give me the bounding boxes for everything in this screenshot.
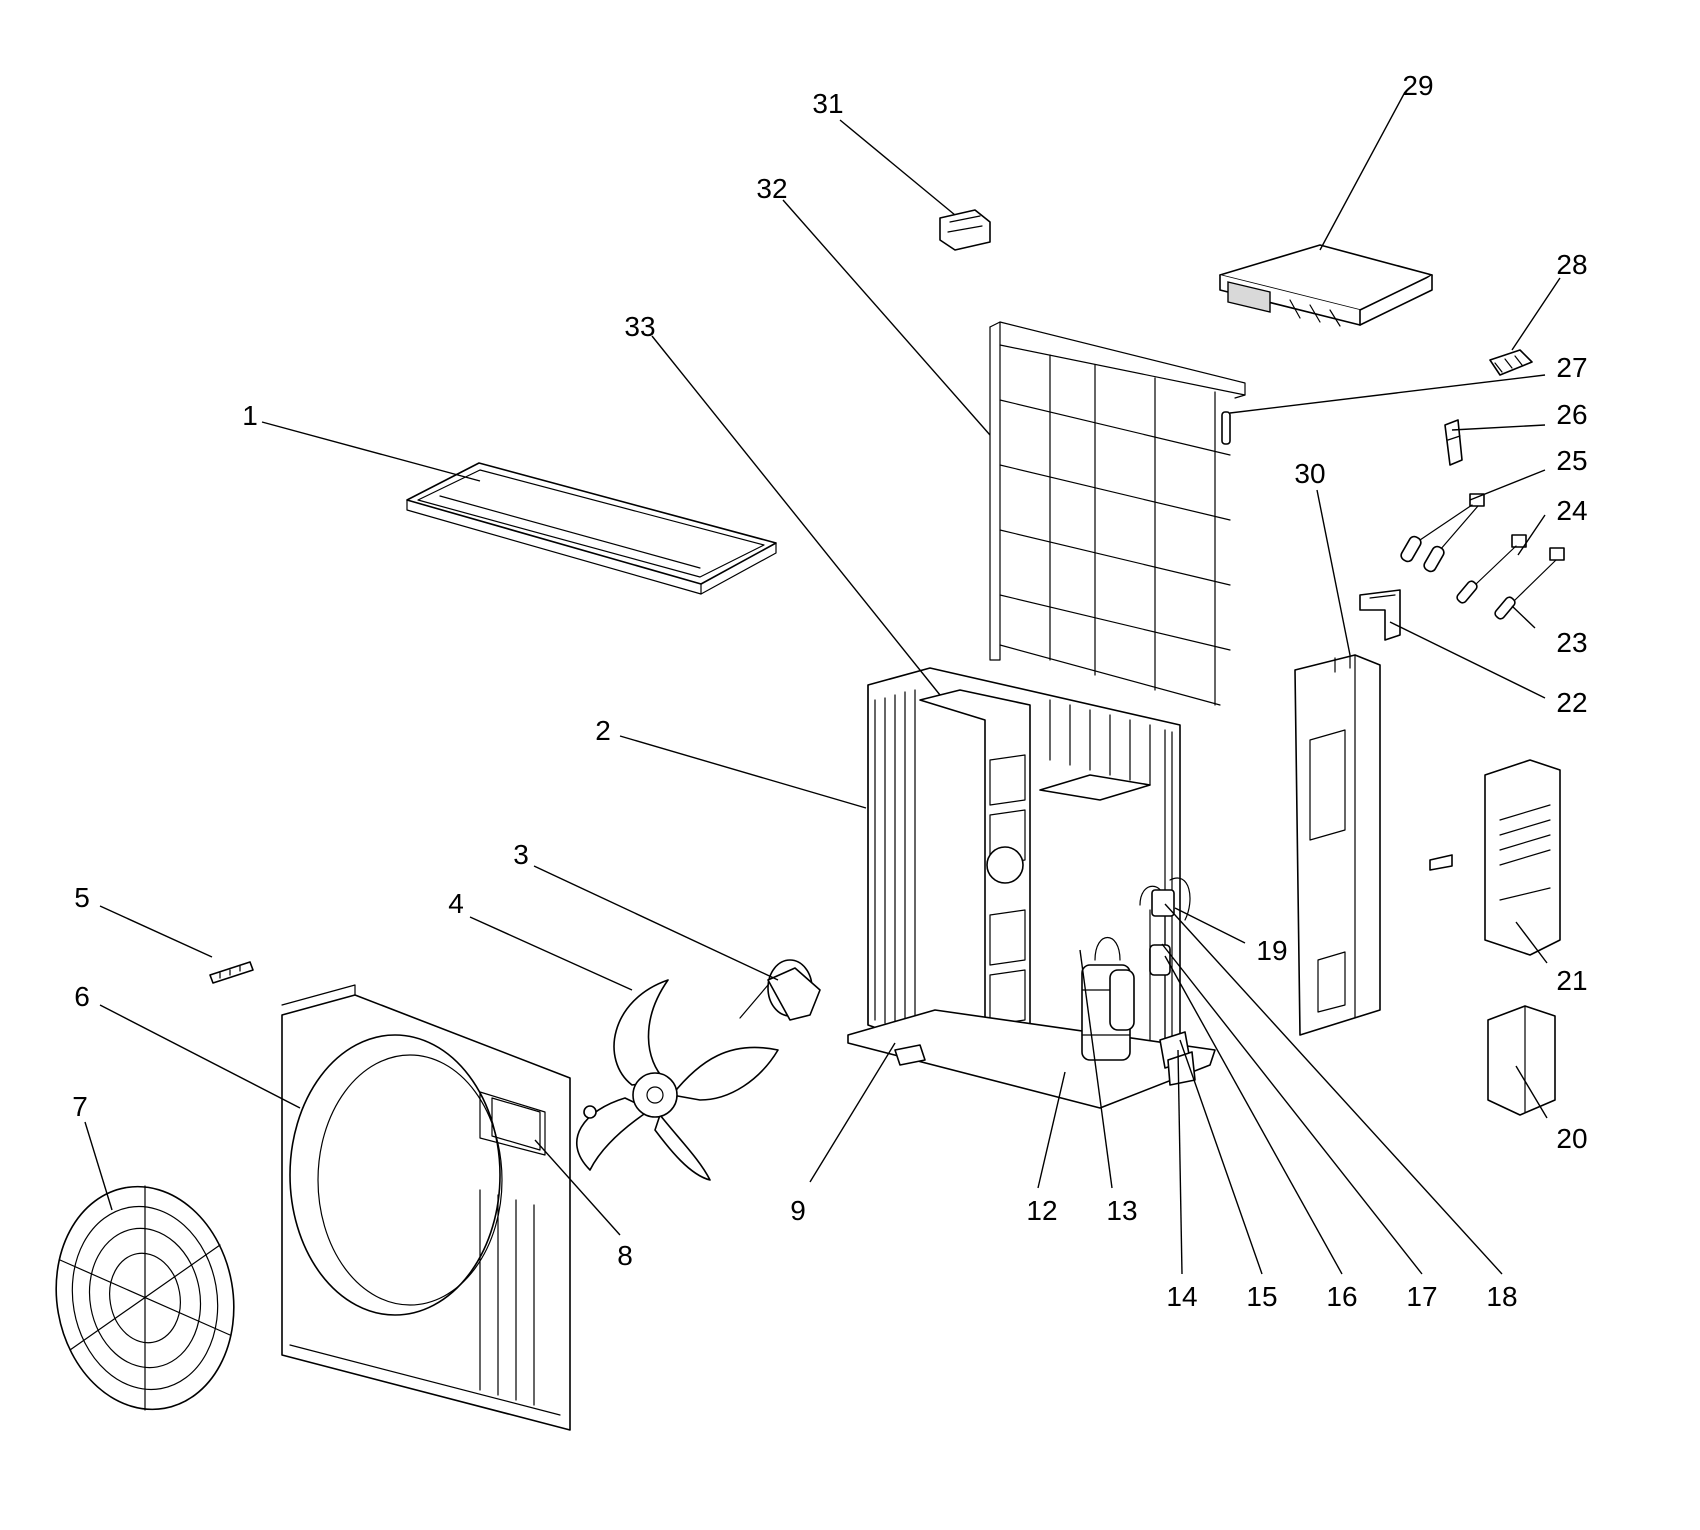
- part-27-fuse: [1221, 411, 1231, 445]
- callout-18: 18: [1486, 1281, 1517, 1312]
- callout-3: 3: [513, 839, 529, 870]
- part-3-fan-motor: [739, 959, 821, 1021]
- callout-23: 23: [1556, 627, 1587, 658]
- part-24-sensor: [1456, 534, 1527, 604]
- part-23-sensor: [1494, 547, 1565, 620]
- callout-6: 6: [74, 981, 90, 1012]
- callout-15: 15: [1246, 1281, 1277, 1312]
- callout-29: 29: [1402, 70, 1433, 101]
- callout-24: 24: [1556, 495, 1587, 526]
- callout-1: 1: [242, 400, 258, 431]
- part-5-nut: [583, 1105, 597, 1119]
- part-9-base: [847, 1009, 1216, 1109]
- callout-19: 19: [1256, 935, 1287, 966]
- callout-5: 5: [74, 882, 90, 913]
- part-33-partition: [919, 689, 1151, 1051]
- part-25-thermistor: [1400, 493, 1485, 573]
- part-16-valve: [1149, 944, 1171, 976]
- callout-2: 2: [595, 715, 611, 746]
- part-8-label: [491, 1097, 541, 1151]
- callout-labels: 1 2 3 4 5 6 7 8 9 12 13 14 15 16 17 18 1…: [72, 70, 1587, 1312]
- leader-lines: [84, 91, 1561, 1275]
- callout-9: 9: [790, 1195, 806, 1226]
- part-7-fan-guard: [55, 1185, 235, 1411]
- part-5-clip: [209, 961, 254, 984]
- part-22-bracket: [1359, 589, 1401, 641]
- callout-4: 4: [448, 888, 464, 919]
- callout-16: 16: [1326, 1281, 1357, 1312]
- part-15-service-valve: [1167, 1051, 1196, 1086]
- callout-26: 26: [1556, 399, 1587, 430]
- callout-32: 32: [756, 173, 787, 204]
- callout-17: 17: [1406, 1281, 1437, 1312]
- callout-33: 33: [624, 311, 655, 342]
- callout-12: 12: [1026, 1195, 1057, 1226]
- callout-22: 22: [1556, 687, 1587, 718]
- callout-8: 8: [617, 1240, 633, 1271]
- part-20-valve-cover: [1487, 1005, 1556, 1116]
- part-28-terminal-block: [1489, 349, 1533, 376]
- part-29-control-board: [1219, 244, 1433, 327]
- callout-13: 13: [1106, 1195, 1137, 1226]
- part-31-reactor: [939, 209, 991, 251]
- part-32-rear-guard: [989, 321, 1246, 706]
- callout-31: 31: [812, 88, 843, 119]
- callout-7: 7: [72, 1091, 88, 1122]
- callout-25: 25: [1556, 445, 1587, 476]
- callout-21: 21: [1556, 965, 1587, 996]
- callout-27: 27: [1556, 352, 1587, 383]
- part-4-propeller-fan: [576, 979, 779, 1181]
- callout-20: 20: [1556, 1123, 1587, 1154]
- part-21-terminal-cover: [1429, 759, 1561, 956]
- part-26-fuse-holder: [1444, 419, 1463, 466]
- part-6-front-panel: [281, 984, 571, 1431]
- part-30-side-panel: [1294, 654, 1381, 1036]
- part-12-accumulator: [1109, 969, 1135, 1031]
- callout-14: 14: [1166, 1281, 1197, 1312]
- part-1-top-panel: [406, 462, 777, 595]
- callout-30: 30: [1294, 458, 1325, 489]
- callout-28: 28: [1556, 249, 1587, 280]
